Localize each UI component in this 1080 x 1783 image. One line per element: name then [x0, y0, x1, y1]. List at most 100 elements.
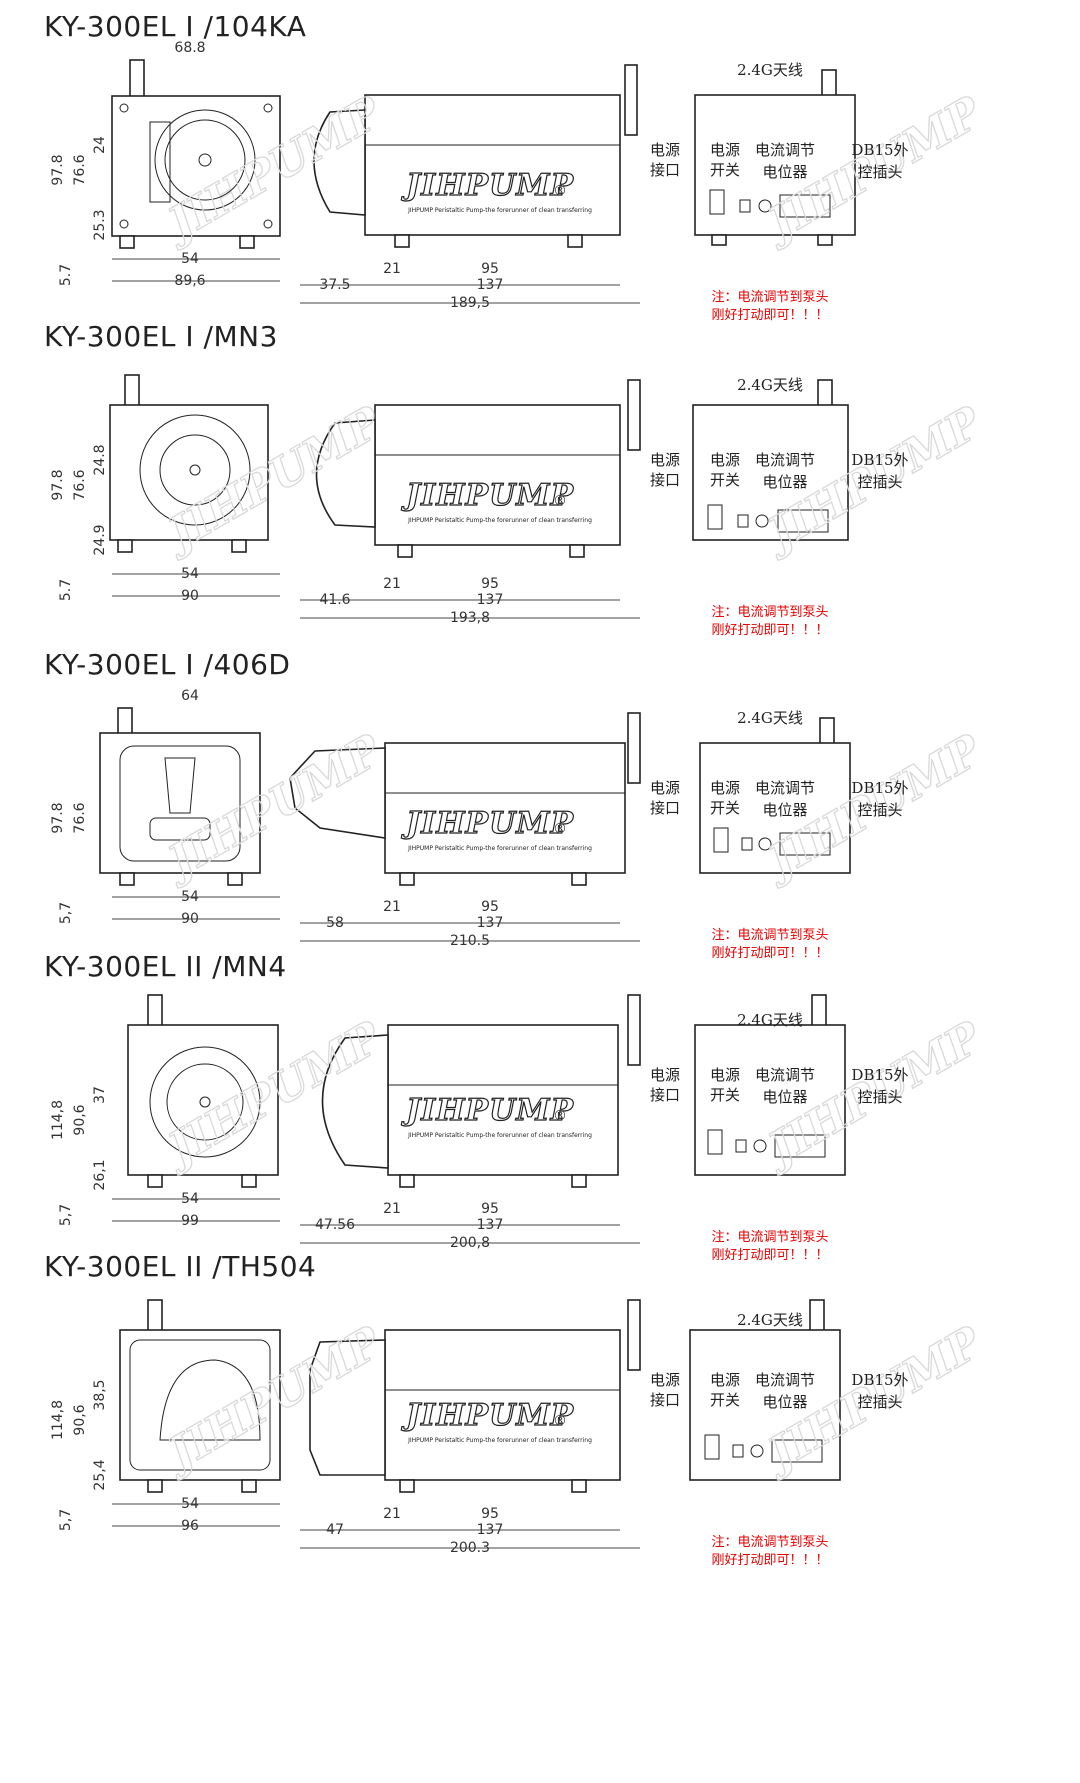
- label-current-pot: 电流调节: [755, 451, 815, 469]
- label-power-jack: 电源: [650, 779, 680, 797]
- front-view: [119, 1299, 281, 1493]
- dim-mid: 95: [481, 1506, 499, 1522]
- label-db15: DB15外: [851, 779, 908, 797]
- label-power-switch: 电源: [710, 1371, 740, 1389]
- label-power-jack: 电源: [650, 141, 680, 159]
- label-db15: DB15外: [851, 451, 908, 469]
- brand-tagline: JIHPUMP Peristaltic Pump-the forerunner …: [407, 207, 592, 214]
- label-current-pot: 电流调节: [755, 141, 815, 159]
- label-power-jack: 接口: [650, 471, 680, 489]
- front-view: [127, 994, 279, 1188]
- label-current-pot: 电位器: [762, 1393, 807, 1411]
- dim-height-total: 97.8: [50, 469, 66, 500]
- dim-height-total: 114,8: [50, 1400, 66, 1440]
- warning-note: 刚好打动即可！！！: [711, 1553, 828, 1568]
- dim-gap: 21: [383, 1201, 401, 1217]
- watermark: JIHPUMP: [154, 86, 392, 253]
- section-title-4: KY-300EL II /MN4: [44, 950, 287, 983]
- dim-d1: 38,5: [92, 1379, 108, 1410]
- label-power-switch: 开关: [710, 161, 740, 179]
- warning-note: 注：电流调节到泵头: [711, 290, 828, 305]
- dim-width-top: 68.8: [174, 40, 205, 56]
- dim-foot: 5,7: [58, 1509, 74, 1531]
- dim-d2: 24.9: [92, 524, 108, 555]
- back-panel: [694, 69, 856, 246]
- label-power-switch: 开关: [710, 799, 740, 817]
- warning-note: 刚好打动即可！！！: [711, 946, 828, 961]
- dim-height-body: 76.6: [72, 802, 88, 833]
- label-db15: DB15外: [851, 1371, 908, 1389]
- warning-note: 注：电流调节到泵头: [711, 1535, 828, 1550]
- label-db15: DB15外: [851, 141, 908, 159]
- registered-mark: ®: [553, 821, 567, 837]
- label-power-jack: 电源: [650, 1371, 680, 1389]
- side-view: [313, 64, 638, 248]
- registered-mark: ®: [553, 1413, 567, 1429]
- label-current-pot: 电位器: [762, 801, 807, 819]
- registered-mark: ®: [553, 183, 567, 199]
- label-antenna: 2.4G天线: [737, 1011, 803, 1029]
- label-current-pot: 电位器: [762, 163, 807, 181]
- label-current-pot: 电位器: [762, 473, 807, 491]
- brand-tagline: JIHPUMP Peristaltic Pump-the forerunner …: [407, 1437, 592, 1444]
- side-view: [309, 1299, 641, 1493]
- brand-logo: JIHPUMP: [401, 168, 575, 203]
- back-panel: [694, 994, 846, 1176]
- label-power-switch: 电源: [710, 779, 740, 797]
- drawing-section-2: [109, 374, 849, 558]
- warning-note: 注：电流调节到泵头: [711, 605, 828, 620]
- dim-d1: 37: [92, 1086, 108, 1104]
- watermark: JIHPUMP: [154, 1316, 392, 1483]
- warning-note: 刚好打动即可！！！: [711, 308, 828, 323]
- label-antenna: 2.4G天线: [737, 61, 803, 79]
- side-view: [289, 712, 641, 886]
- section-title-3: KY-300EL I /406D: [44, 648, 291, 681]
- label-db15: 控插头: [857, 1088, 902, 1106]
- dim-d2: 25,4: [92, 1459, 108, 1490]
- brand-logo: JIHPUMP: [401, 478, 575, 513]
- dim-foot: 5,7: [58, 902, 74, 924]
- section-title-5: KY-300EL II /TH504: [44, 1250, 317, 1283]
- dim-height-body: 76.6: [72, 469, 88, 500]
- brand-tagline: JIHPUMP Peristaltic Pump-the forerunner …: [407, 845, 592, 852]
- registered-mark: ®: [553, 493, 567, 509]
- brand-tagline: JIHPUMP Peristaltic Pump-the forerunner …: [407, 1132, 592, 1139]
- warning-note: 注：电流调节到泵头: [711, 928, 828, 943]
- dim-height-body: 76.6: [72, 154, 88, 185]
- label-current-pot: 电位器: [762, 1088, 807, 1106]
- dim-height-total: 97.8: [50, 802, 66, 833]
- label-db15: 控插头: [857, 1393, 902, 1411]
- label-db15: 控插头: [857, 163, 902, 181]
- drawing-section-4: [127, 994, 846, 1188]
- label-power-jack: 电源: [650, 1066, 680, 1084]
- dim-d2: 25.3: [92, 209, 108, 240]
- watermark: JIHPUMP: [154, 724, 392, 891]
- label-power-switch: 电源: [710, 451, 740, 469]
- warning-note: 刚好打动即可！！！: [711, 623, 828, 638]
- label-db15: 控插头: [857, 801, 902, 819]
- dim-height-total: 114,8: [50, 1100, 66, 1140]
- label-current-pot: 电流调节: [755, 1066, 815, 1084]
- label-db15: 控插头: [857, 473, 902, 491]
- dim-height-body: 90,6: [72, 1404, 88, 1435]
- brand-logo: JIHPUMP: [401, 1398, 575, 1433]
- dim-gap: 21: [383, 261, 401, 277]
- dim-d1: 24.8: [92, 444, 108, 475]
- dim-d1: 24: [92, 136, 108, 154]
- dim-gap: 21: [383, 1506, 401, 1522]
- dim-gap: 21: [383, 899, 401, 915]
- dim-mid: 95: [481, 899, 499, 915]
- front-view: [111, 59, 281, 249]
- back-panel: [692, 379, 849, 541]
- label-power-jack: 接口: [650, 1391, 680, 1409]
- brand-tagline: JIHPUMP Peristaltic Pump-the forerunner …: [407, 517, 592, 524]
- label-power-jack: 接口: [650, 799, 680, 817]
- dim-foot: 5.7: [58, 264, 74, 286]
- dim-width-top: 64: [181, 688, 199, 704]
- warning-note: 注：电流调节到泵头: [711, 1230, 828, 1245]
- label-current-pot: 电流调节: [755, 1371, 815, 1389]
- dim-gap: 21: [383, 576, 401, 592]
- label-antenna: 2.4G天线: [737, 1311, 803, 1329]
- label-power-switch: 开关: [710, 1391, 740, 1409]
- section-title-2: KY-300EL I /MN3: [44, 320, 278, 353]
